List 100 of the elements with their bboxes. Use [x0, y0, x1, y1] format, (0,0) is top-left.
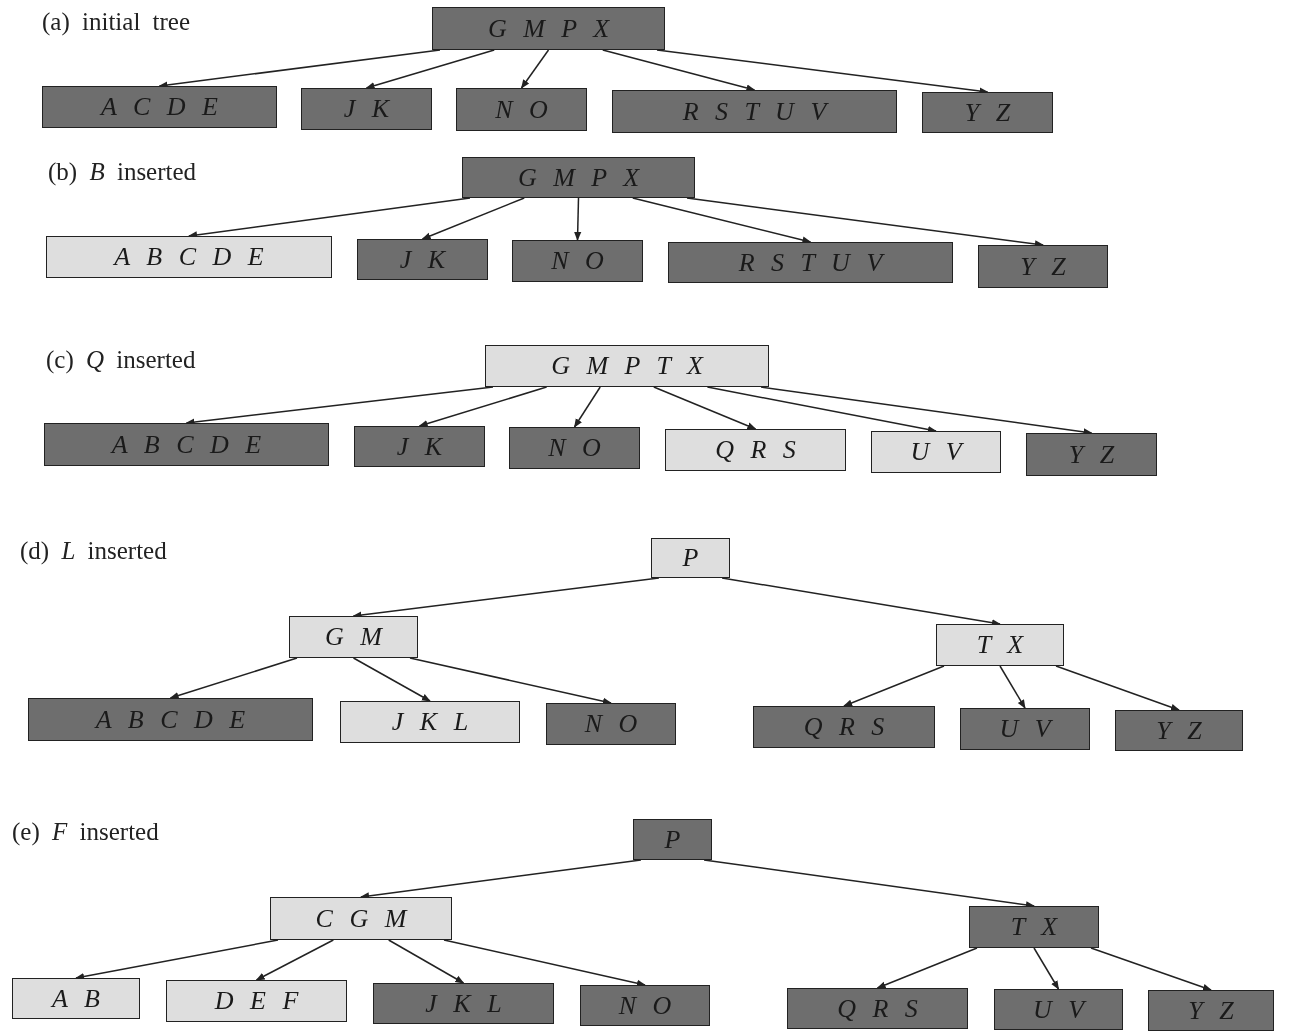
node-keys: A C D E: [101, 94, 218, 120]
arrow: [387, 939, 465, 984]
node-keys: G M: [325, 624, 382, 650]
node-keys: R S T U V: [682, 98, 827, 125]
arrow: [1090, 947, 1212, 991]
arrow: [602, 49, 756, 92]
tree-node: [753, 706, 935, 748]
tree-node: [456, 88, 587, 131]
node-keys: N O: [551, 248, 604, 274]
node-keys: Q R S: [837, 995, 918, 1022]
node-keys: T X: [1010, 914, 1058, 940]
node-keys: A B C D E: [95, 706, 246, 733]
node-keys: Q R S: [803, 714, 885, 740]
node-keys: A B: [52, 985, 100, 1012]
tree-node: [922, 92, 1053, 133]
tree-node: [485, 345, 769, 387]
tree-node: [357, 239, 488, 280]
tree-node: [340, 701, 520, 743]
arrow: [520, 49, 550, 89]
tree-node: [46, 236, 332, 278]
tree-node: [432, 7, 665, 50]
subfigure-caption: (b) B inserted: [48, 158, 197, 186]
tree-node: [373, 983, 554, 1024]
node-keys: Y Z: [1188, 997, 1234, 1024]
node-keys: U V: [999, 716, 1051, 742]
node-keys: Y Z: [1068, 441, 1115, 468]
tree-node: [978, 245, 1108, 288]
tree-node: [12, 978, 140, 1019]
node-keys: G M P X: [517, 164, 640, 191]
tree-node: [936, 624, 1064, 666]
arrow: [352, 657, 431, 702]
tree-node: [1115, 710, 1243, 751]
tree-node: [462, 157, 695, 198]
node-keys: N O: [618, 992, 672, 1019]
tree-node: [512, 240, 643, 282]
tree-node: [42, 86, 277, 128]
tree-node: [969, 906, 1099, 948]
node-keys: J K: [396, 433, 443, 460]
node-keys: J K: [399, 246, 446, 273]
node-keys: Y Z: [964, 99, 1011, 126]
tree-node: [354, 426, 485, 467]
node-keys: P: [682, 545, 699, 571]
node-keys: J K L: [391, 709, 469, 735]
tree-node: [994, 989, 1123, 1030]
arrow: [169, 657, 298, 699]
tree-node: [612, 90, 897, 133]
arrow: [421, 197, 525, 240]
arrow: [1055, 665, 1180, 711]
tree-node: [665, 429, 846, 471]
subfigure-caption: (c) Q inserted: [46, 346, 196, 374]
tree-node: [1026, 433, 1157, 476]
node-keys: Q R S: [715, 437, 796, 463]
node-keys: C G M: [315, 905, 407, 932]
arrow: [632, 197, 812, 244]
node-keys: T X: [976, 632, 1024, 658]
tree-node: [871, 431, 1001, 473]
arrow: [706, 386, 937, 433]
arrow: [418, 386, 548, 428]
arrow: [573, 386, 601, 428]
tree-node: [546, 703, 676, 745]
tree-node: [28, 698, 313, 741]
node-keys: U V: [910, 439, 962, 465]
tree-node: [1148, 990, 1274, 1031]
node-keys: G M P X: [487, 15, 610, 42]
arrow: [409, 657, 612, 705]
tree-node: [301, 88, 432, 130]
arrow: [843, 665, 945, 707]
subfigure-caption: (a) initial tree: [42, 8, 191, 36]
node-keys: A B C D E: [114, 244, 264, 270]
arrow: [574, 197, 582, 241]
tree-node: [166, 980, 347, 1022]
node-keys: N O: [548, 435, 601, 461]
tree-node: [580, 985, 710, 1026]
node-keys: N O: [584, 711, 638, 737]
tree-node: [651, 538, 730, 578]
node-keys: U V: [1032, 996, 1085, 1023]
arrow: [653, 386, 757, 430]
node-keys: A B C D E: [111, 431, 262, 458]
arrow: [999, 665, 1026, 709]
node-keys: N O: [495, 96, 548, 123]
node-keys: R S T U V: [738, 249, 883, 276]
subfigure-caption: (d) L inserted: [20, 537, 167, 565]
node-keys: P: [664, 826, 681, 853]
node-keys: Y Z: [1020, 253, 1066, 280]
tree-node: [960, 708, 1090, 750]
node-keys: J K: [343, 96, 390, 122]
node-keys: G M P T X: [551, 353, 703, 379]
subfigure-caption: (e) F inserted: [12, 818, 159, 846]
node-keys: J K L: [425, 990, 502, 1017]
node-keys: Y Z: [1156, 717, 1202, 744]
tree-node: [289, 616, 418, 658]
arrow: [876, 947, 978, 989]
arrow: [443, 939, 646, 987]
tree-node: [509, 427, 640, 469]
tree-node: [668, 242, 953, 283]
tree-node: [270, 897, 452, 940]
arrow: [365, 49, 495, 90]
node-keys: D E F: [214, 988, 299, 1014]
tree-node: [787, 988, 968, 1029]
arrow: [1033, 947, 1060, 990]
